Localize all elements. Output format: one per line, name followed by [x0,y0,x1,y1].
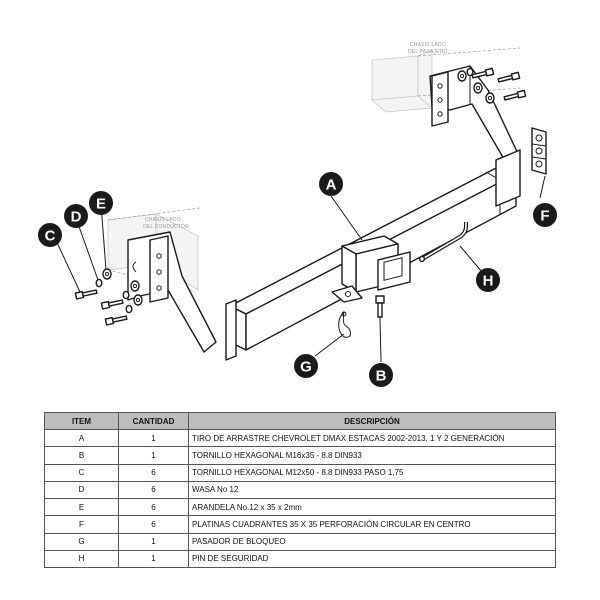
passenger-side-label-line2: DEL PASAJERO [408,49,448,55]
table-row: H 1 PIN DE SEGURIDAD [44,549,556,569]
row-cantidad: 6 [118,497,189,517]
row-item: F [44,515,119,534]
driver-side-label-line1: CHASIS LADO [145,217,181,223]
callout-d-label: D [71,209,82,226]
row-item: G [44,532,119,551]
table-header-row: ITEM CANTIDAD DESCRIPCIÓN [44,412,556,430]
row-descripcion: PASADOR DE BLOQUEO [188,532,556,551]
callout-g: G [294,354,318,378]
row-descripcion: PLATINAS CUADRANTES 35 X 35 PERFORACIÓN … [188,515,556,534]
table-row: C 6 TORNILLO HEXAGONAL M12x50 - 8.8 DIN9… [44,463,556,482]
callout-f: F [533,203,557,227]
row-item: E [44,497,119,517]
row-item: D [44,480,119,500]
passenger-side-label-line1: CHASIS LADO [410,42,446,48]
callout-b-label: B [376,368,387,385]
header-descripcion: DESCRIPCIÓN [188,412,556,430]
callout-d: D [64,204,88,228]
callout-a: A [319,172,343,196]
row-descripcion: PIN DE SEGURIDAD [188,549,556,569]
driver-side-label-line2: DEL CONDUCTOR [143,224,189,230]
locking-clip-g [338,311,351,338]
table-row: G 1 PASADOR DE BLOQUEO [44,532,556,551]
parts-table: ITEM CANTIDAD DESCRIPCIÓN A 1 TIRO DE AR… [44,412,556,569]
row-item: B [44,446,119,465]
row-cantidad: 1 [118,446,189,465]
header-cantidad: CANTIDAD [118,412,189,430]
callout-h: H [476,268,500,292]
receiver-box [331,235,411,303]
row-descripcion: ARANDELA No.12 x 35 x 2mm [188,497,556,517]
row-cantidad: 1 [118,428,189,448]
callout-c-label: C [45,228,56,245]
row-descripcion: TORNILLO HEXAGONAL M12x50 - 8.8 DIN933 P… [188,463,556,482]
bolts-passenger [457,67,527,104]
callout-c: C [38,223,62,247]
hitch-exploded-diagram: CHASIS LADO DEL PASAJERO CHASIS LADO DEL… [38,42,557,387]
table-row: A 1 TIRO DE ARRASTRE CHEVROLET DMAX ESTA… [44,428,556,448]
bolt-b [375,295,385,318]
callout-h-label: H [483,273,494,290]
table-row: D 6 WASA No 12 [44,480,556,500]
driver-bracket [127,231,217,353]
row-cantidad: 6 [118,463,189,482]
chassis-passenger-side [371,47,521,113]
callout-g-label: G [300,359,312,376]
washers-driver [95,268,143,314]
callout-f-label: F [540,208,549,225]
bolts-c-driver [74,289,128,326]
row-item: C [44,463,119,482]
square-plates-f [531,127,547,175]
row-item: H [44,549,119,569]
row-cantidad: 1 [118,532,189,551]
row-cantidad: 6 [118,515,189,534]
callout-b: B [369,363,393,387]
callout-e: E [89,191,113,215]
callout-a-label: A [326,177,337,194]
hitch-pin-h [418,222,468,263]
leader-lines [53,175,546,363]
row-cantidad: 1 [118,549,189,569]
header-item: ITEM [44,412,119,430]
row-item: A [44,428,119,448]
row-descripcion: TORNILLO HEXAGONAL M16x35 - 8.8 DIN933 [188,446,556,465]
row-cantidad: 6 [118,480,189,500]
row-descripcion: TIRO DE ARRASTRE CHEVROLET DMAX ESTACAS … [188,428,556,448]
callout-e-label: E [96,196,106,213]
passenger-bracket [429,65,521,167]
table-row: F 6 PLATINAS CUADRANTES 35 X 35 PERFORAC… [44,515,556,534]
table-row: E 6 ARANDELA No.12 x 35 x 2mm [44,497,556,517]
table-row: B 1 TORNILLO HEXAGONAL M16x35 - 8.8 DIN9… [44,446,556,465]
row-descripcion: WASA No 12 [188,480,556,500]
